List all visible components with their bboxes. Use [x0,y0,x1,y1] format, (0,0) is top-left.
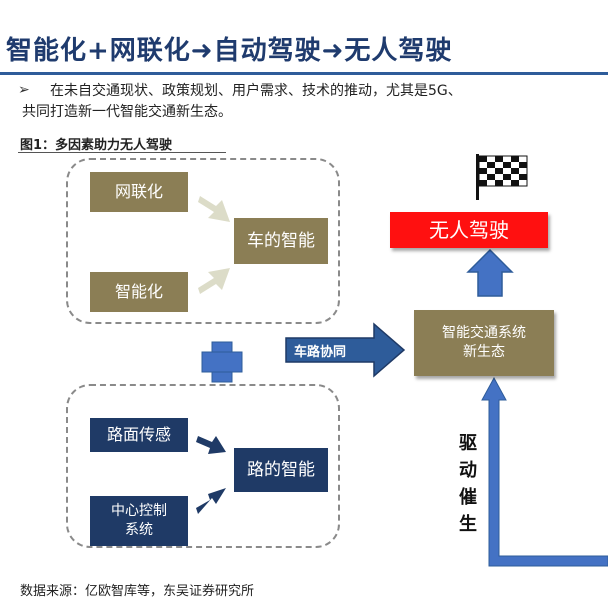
road-sensing-box: 路面传感 [90,418,188,452]
gray-arrow-intelligent-to-vehicle [198,268,230,294]
ecosystem-box: 智能交通系统 新生态 [414,310,554,376]
vehicle-intelligence-box: 车的智能 [234,218,328,264]
title-divider [0,72,608,75]
gray-arrow-network-to-vehicle [198,196,230,222]
bullet-marker: ➢ [18,82,30,98]
road-intelligence-group [66,384,340,548]
navy-arrow-sensing-to-road [196,436,226,454]
data-source: 数据来源：亿欧智库等，东吴证券研究所 [20,584,255,599]
vehicle-road-arrow [285,322,406,378]
vehicle-intelligence-group [66,158,340,324]
plus-icon [201,341,243,383]
checkered-flag-icon [476,154,528,200]
network-box: 网联化 [90,172,188,212]
navy-arrow-control-to-road [196,488,226,514]
figure-caption: 图1：多因素助力无人驾驶 [20,138,173,153]
up-arrow-to-autonomous [466,248,514,297]
figure-caption-underline [18,152,226,153]
central-control-box: 中心控制 系统 [90,496,188,546]
intelligent-box: 智能化 [90,272,188,312]
autonomous-driving-box: 无人驾驶 [390,212,548,248]
road-intelligence-box: 路的智能 [234,448,328,492]
bullet-text-line-2: 共同打造新一代智能交通新生态。 [22,104,232,120]
page-title: 智能化+网联化➜自动驾驶➜无人驾驶 [6,36,453,66]
bullet-text-line-1: 在未自交通现状、政策规划、用户需求、技术的推动，尤其是5G、 [50,83,462,99]
vehicle-road-label: 车路协同 [294,344,346,360]
drive-arrow [481,376,608,567]
driver-label: 驱 动 催 生 [459,433,477,535]
